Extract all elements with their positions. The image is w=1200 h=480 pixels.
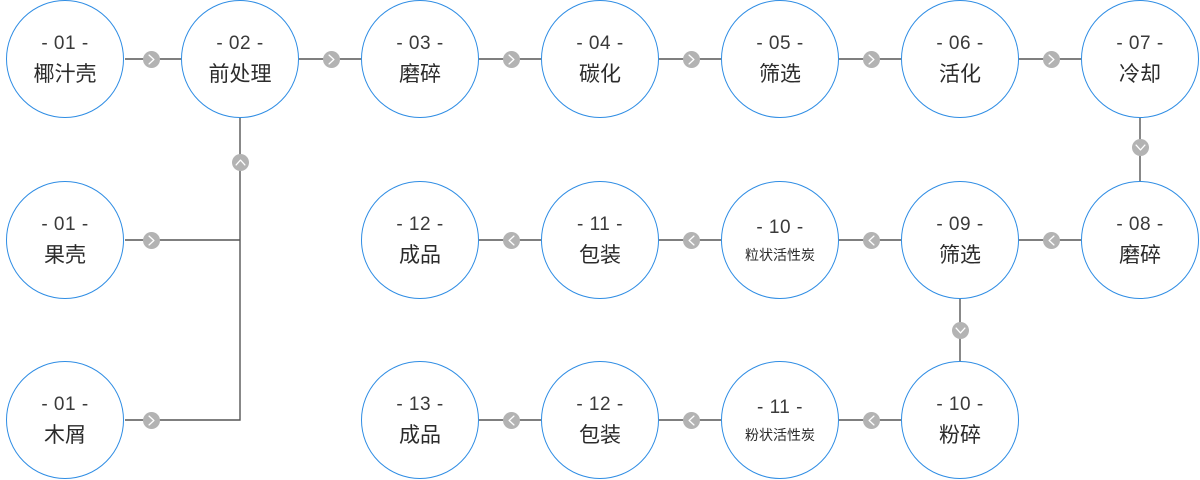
chevron-left-icon: [502, 411, 520, 429]
chevron-left-icon: [862, 231, 880, 249]
node-label: 磨碎: [399, 62, 441, 86]
chevron-right-icon: [862, 50, 880, 68]
node-code: - 11 -: [577, 213, 623, 235]
node-label: 筛选: [939, 243, 981, 267]
chevron-right-icon: [1042, 50, 1060, 68]
node-label: 磨碎: [1119, 243, 1161, 267]
node-label: 木屑: [44, 423, 86, 447]
node-label: 前处理: [208, 62, 272, 86]
node-label: 包装: [579, 243, 621, 267]
node-coconut-shell[interactable]: - 01 - 椰汁壳: [6, 0, 124, 118]
node-carbonize[interactable]: - 04 - 碳化: [541, 0, 659, 118]
node-screen-09[interactable]: - 09 - 筛选: [901, 181, 1019, 299]
chevron-right-icon: [142, 231, 160, 249]
node-label: 粒状活性炭: [745, 247, 815, 263]
node-code: - 12 -: [576, 393, 624, 415]
chevron-down-icon: [1131, 138, 1149, 156]
node-label: 粉碎: [939, 423, 981, 447]
node-activate[interactable]: - 06 - 活化: [901, 0, 1019, 118]
node-code: - 09 -: [936, 213, 984, 235]
chevron-right-icon: [502, 50, 520, 68]
node-code: - 04 -: [576, 32, 624, 54]
node-finished-12[interactable]: - 12 - 成品: [361, 181, 479, 299]
node-code: - 05 -: [756, 32, 804, 54]
node-label: 椰汁壳: [33, 62, 97, 86]
chevron-right-icon: [142, 50, 160, 68]
node-cool[interactable]: - 07 - 冷却: [1081, 0, 1199, 118]
node-code: - 10 -: [756, 217, 804, 238]
node-code: - 03 -: [396, 32, 444, 54]
node-label: 成品: [399, 243, 441, 267]
node-powder-ac[interactable]: - 11 - 粉状活性炭: [721, 361, 839, 479]
node-husk[interactable]: - 01 - 果壳: [6, 181, 124, 299]
node-grind-03[interactable]: - 03 - 磨碎: [361, 0, 479, 118]
node-pretreatment[interactable]: - 02 - 前处理: [181, 0, 299, 118]
node-finished-13[interactable]: - 13 - 成品: [361, 361, 479, 479]
node-granular-ac[interactable]: - 10 - 粒状活性炭: [721, 181, 839, 299]
node-crush-10[interactable]: - 10 - 粉碎: [901, 361, 1019, 479]
node-code: - 01 -: [41, 32, 89, 54]
node-package-11[interactable]: - 11 - 包装: [541, 181, 659, 299]
chevron-right-icon: [322, 50, 340, 68]
node-screen-05[interactable]: - 05 - 筛选: [721, 0, 839, 118]
node-label: 冷却: [1119, 62, 1161, 86]
chevron-right-icon: [682, 50, 700, 68]
node-code: - 02 -: [216, 32, 264, 54]
node-code: - 06 -: [936, 32, 984, 54]
node-label: 活化: [939, 62, 981, 86]
node-label: 包装: [579, 423, 621, 447]
node-code: - 01 -: [41, 393, 89, 415]
node-label: 筛选: [759, 62, 801, 86]
node-code: - 13 -: [396, 393, 444, 415]
node-label: 粉状活性炭: [745, 427, 815, 443]
node-label: 果壳: [44, 243, 86, 267]
edge-n-sawdust-to-n-pretreatment: [125, 240, 241, 421]
chevron-left-icon: [862, 411, 880, 429]
chevron-left-icon: [1042, 231, 1060, 249]
node-code: - 01 -: [41, 213, 89, 235]
chevron-left-icon: [682, 231, 700, 249]
chevron-up-icon: [231, 153, 249, 171]
node-code: - 12 -: [396, 213, 444, 235]
chevron-left-icon: [502, 231, 520, 249]
chevron-left-icon: [682, 411, 700, 429]
node-code: - 08 -: [1116, 213, 1164, 235]
node-package-12[interactable]: - 12 - 包装: [541, 361, 659, 479]
node-sawdust[interactable]: - 01 - 木屑: [6, 361, 124, 479]
node-code: - 10 -: [936, 393, 984, 415]
chevron-right-icon: [142, 411, 160, 429]
node-label: 成品: [399, 423, 441, 447]
node-grind-08[interactable]: - 08 - 磨碎: [1081, 181, 1199, 299]
node-code: - 07 -: [1116, 32, 1164, 54]
node-label: 碳化: [579, 62, 621, 86]
chevron-down-icon: [951, 321, 969, 339]
node-code: - 11 -: [757, 397, 803, 418]
